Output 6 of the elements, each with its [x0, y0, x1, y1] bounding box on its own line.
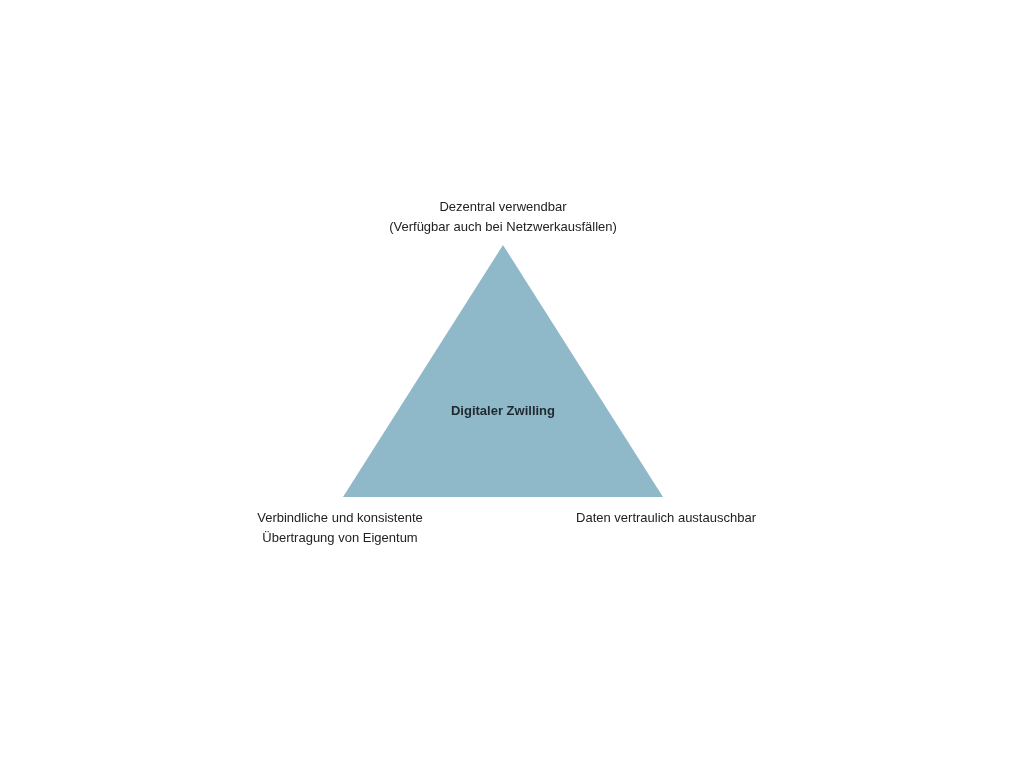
corner-label: Dezentral verwendbar — [439, 198, 567, 216]
corner-label: (Verfügbar auch bei Netzwerkausfällen) — [389, 218, 617, 236]
corner-label: Daten vertraulich austauschbar — [576, 509, 756, 527]
corner-label: Verbindliche und konsistente Übertragung von Eigentum — [256, 509, 424, 547]
node-title: Digitaler Zwilling — [451, 403, 555, 418]
triangle-shape — [343, 245, 663, 497]
